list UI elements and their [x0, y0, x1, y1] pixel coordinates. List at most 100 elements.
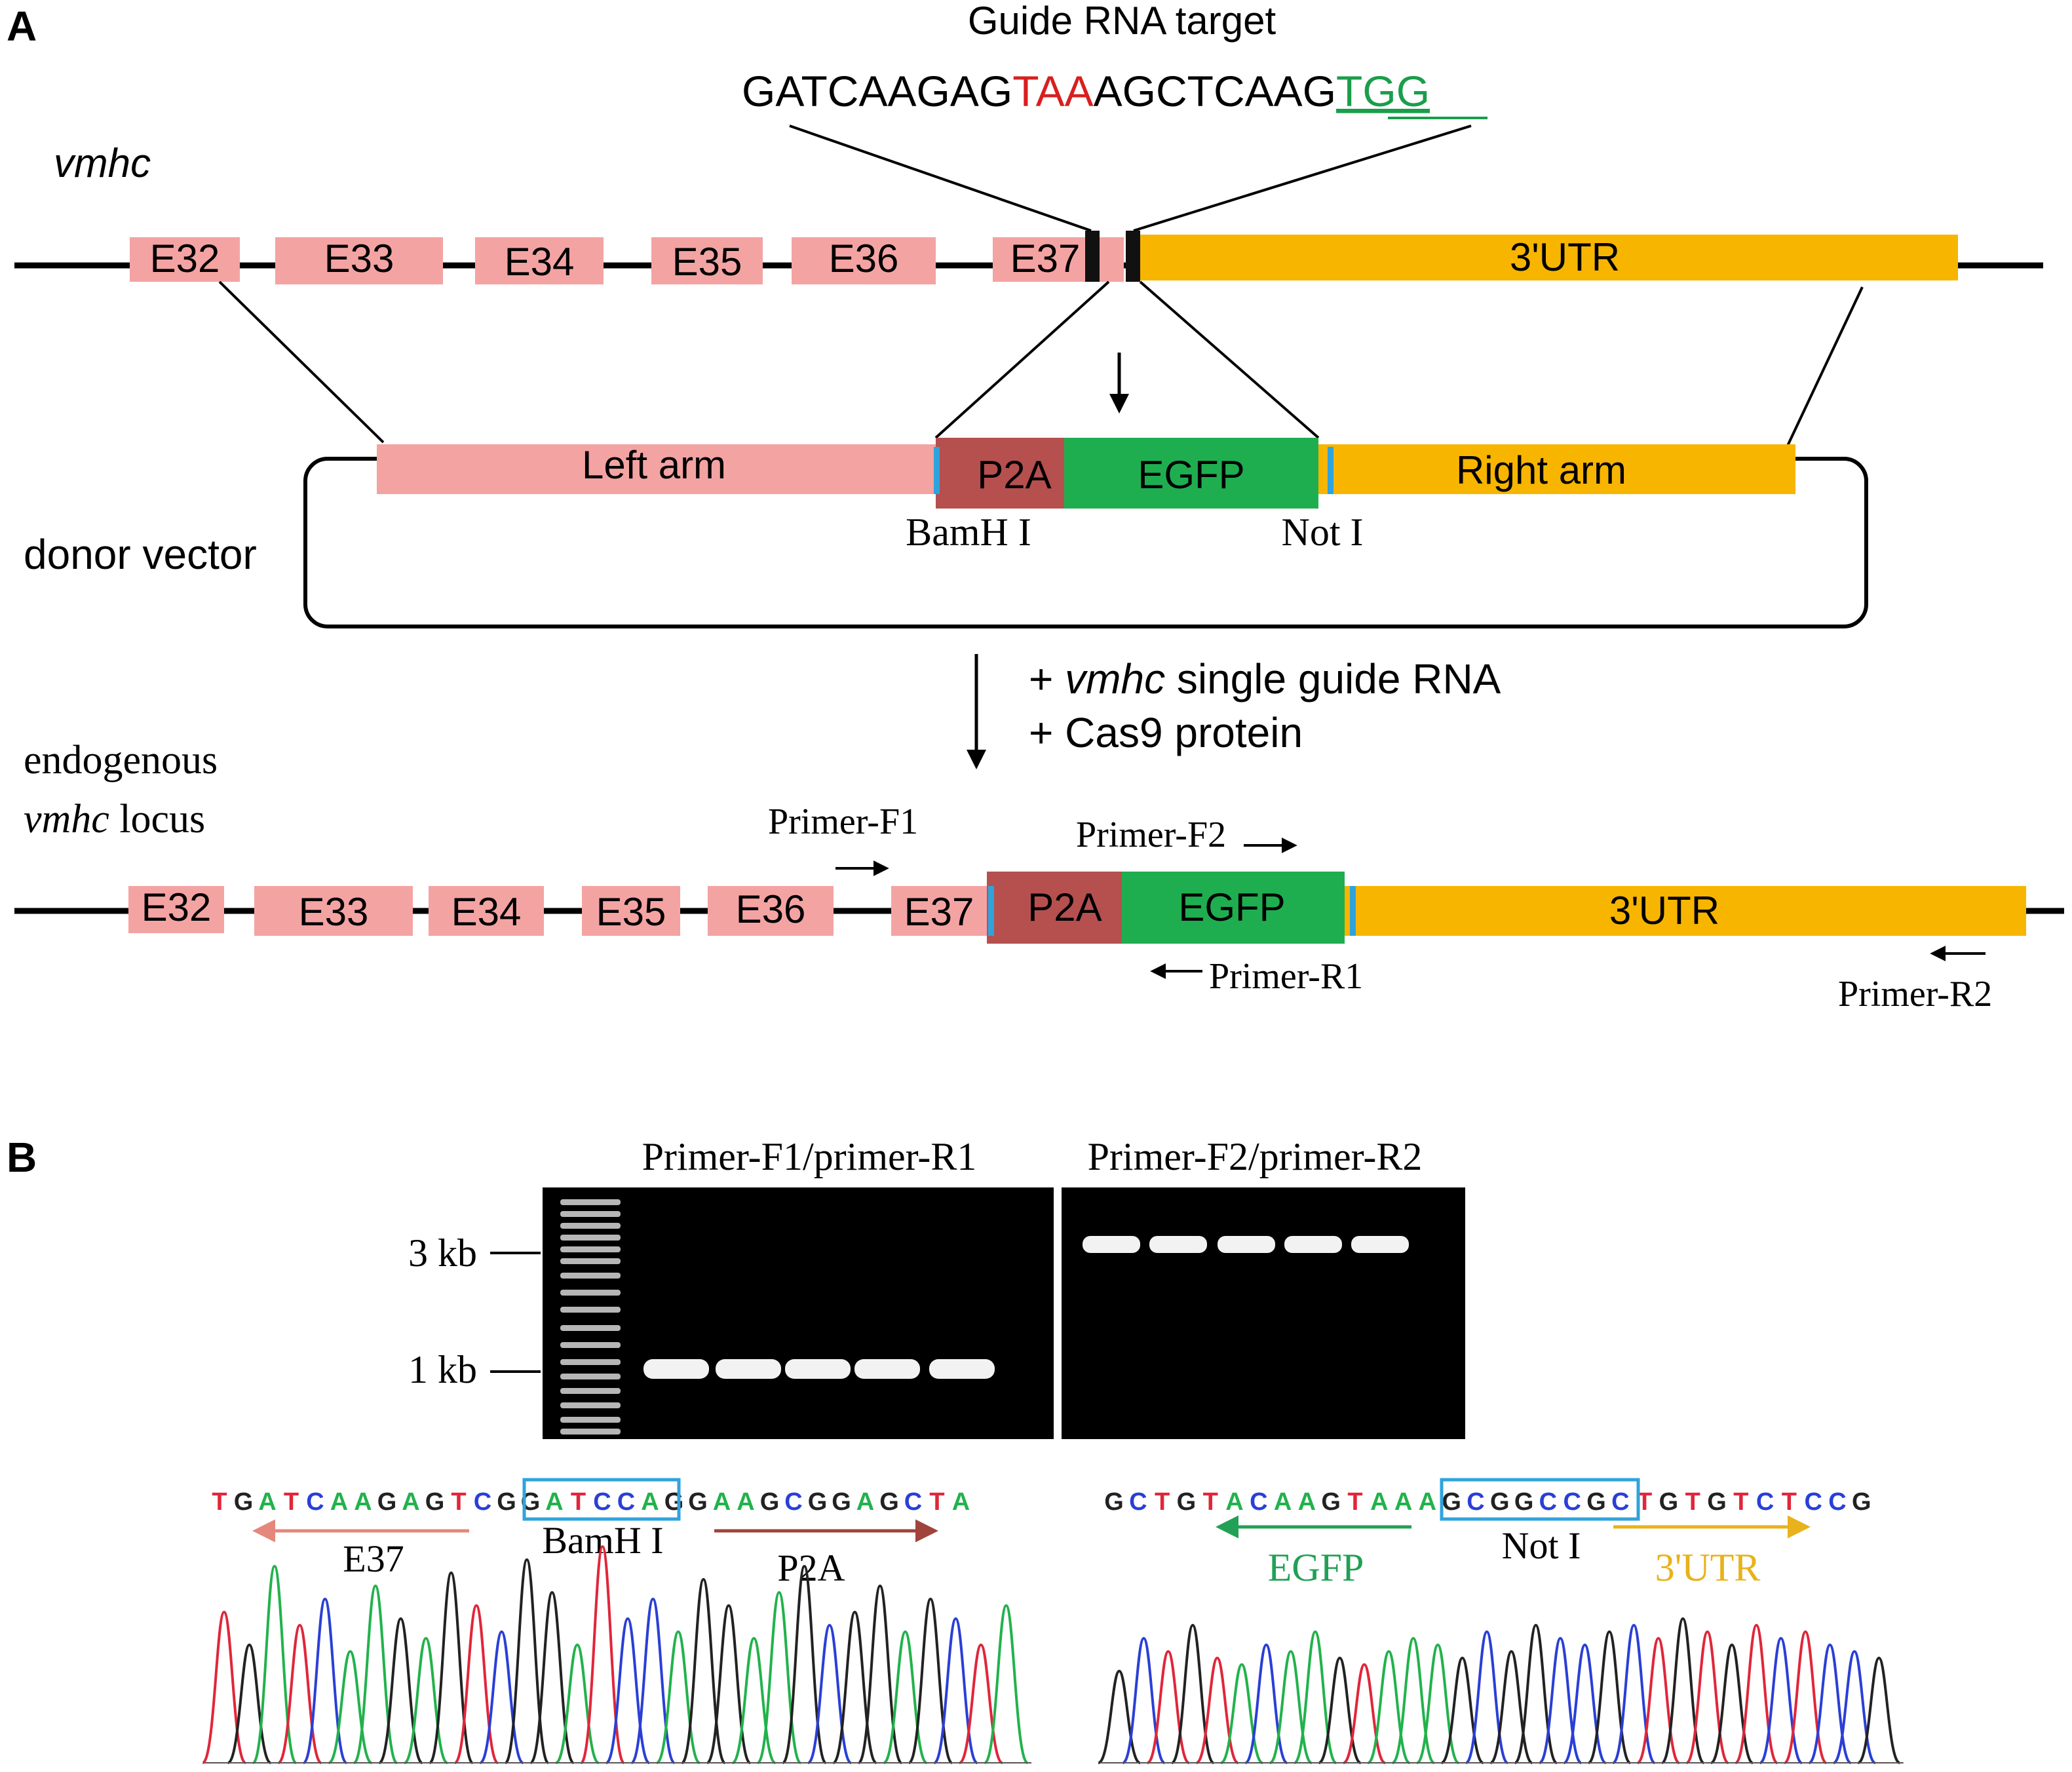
ladder-band-13	[560, 1388, 621, 1394]
ladder-band-16	[560, 1429, 621, 1435]
seq2-letters-base-27: C	[1756, 1488, 1774, 1516]
seq1-trace-peak-1	[227, 1643, 272, 1764]
seq1-trace-peak-30	[959, 1643, 1003, 1764]
ladder-band-2	[560, 1223, 621, 1229]
seq2-trace-peak-17	[1514, 1623, 1558, 1764]
seq2-letters-base-31: G	[1852, 1488, 1871, 1516]
seq1-letters-base-30: T	[929, 1488, 944, 1516]
homology-line-insert-right	[1139, 280, 1320, 439]
gel1-band-5	[929, 1359, 995, 1379]
seq1-p2a-label: P2A	[777, 1547, 845, 1589]
injection-line1: + vmhc single guide RNA	[1029, 655, 1501, 703]
seq1-trace-peak-23	[781, 1564, 828, 1764]
seq1-trace-peak-31	[983, 1604, 1029, 1764]
left-arm-box	[377, 444, 936, 494]
homology-line-left-arm	[218, 280, 385, 444]
ladder-band-6	[560, 1273, 621, 1279]
seq2-noti-label: Not I	[1502, 1524, 1581, 1567]
seq2-letters-base-21: C	[1611, 1488, 1629, 1516]
seq2-trace-peak-6	[1244, 1643, 1288, 1764]
locus-exon-e37: E37	[904, 890, 974, 934]
seq1-letters-base-21: A	[713, 1488, 731, 1516]
gel1-title: Primer-F1/primer-R1	[642, 1135, 977, 1178]
sequence2-chromatogram	[1098, 1617, 1904, 1764]
seq2-letters-base-0: G	[1104, 1488, 1124, 1516]
ladder-band-5	[560, 1258, 621, 1264]
donor-vector-label: donor vector	[24, 531, 257, 578]
seq1-letters-base-14: A	[545, 1488, 563, 1516]
seq1-trace-peak-6	[353, 1584, 398, 1764]
ladder-band-4	[560, 1246, 621, 1252]
locus-egfp-box	[1122, 872, 1345, 944]
seq1-letters-base-19: G	[664, 1488, 684, 1516]
seq1-letters-base-2: A	[258, 1488, 276, 1516]
locus-exon-e34-box	[429, 886, 544, 936]
zoom-line-right	[1133, 125, 1472, 232]
seq2-letters-base-13: A	[1419, 1488, 1436, 1516]
locus-utr-label: 3'UTR	[1609, 889, 1719, 933]
egfp-label: EGFP	[1138, 453, 1244, 497]
locus-noti-marker	[1350, 886, 1356, 936]
seq1-trace-peak-19	[680, 1577, 727, 1764]
gene-name-label: vmhc	[54, 141, 151, 186]
seq1-letters-base-8: A	[402, 1488, 419, 1516]
seq1-trace-peak-17	[630, 1597, 676, 1764]
gel2-band-2	[1149, 1236, 1207, 1253]
locus-exon-e35: E35	[596, 890, 666, 934]
guide-rna-sequence: GATCAAGAGTAAAGCTCAAGTGG	[742, 67, 1430, 115]
seq2-letters-base-28: T	[1782, 1488, 1797, 1516]
p2a-box	[936, 438, 1064, 509]
seq1-letters-base-22: A	[737, 1488, 754, 1516]
seq1-letters-base-31: A	[952, 1488, 970, 1516]
locus-exon-e36-box	[708, 886, 834, 936]
seq2-letters-base-14: G	[1442, 1488, 1461, 1516]
seq2-letters-base-11: A	[1370, 1488, 1388, 1516]
locus-exon-e35-box	[582, 886, 680, 936]
seq1-bamhi-box	[522, 1478, 681, 1521]
seq2-trace-peak-15	[1465, 1630, 1508, 1764]
gel1-bands	[643, 1359, 995, 1379]
seq1-letters-base-25: G	[808, 1488, 828, 1516]
gel2-title: Primer-F2/primer-R2	[1088, 1135, 1423, 1178]
seq2-letters-base-16: G	[1490, 1488, 1510, 1516]
seq1-letters-base-11: C	[474, 1488, 491, 1516]
seq2-letters-base-5: A	[1225, 1488, 1243, 1516]
seq2-letters-base-23: G	[1659, 1488, 1679, 1516]
right-arm-label: Right arm	[1456, 448, 1626, 492]
exon-e37-box	[993, 237, 1124, 282]
locus-exons: E32 E33 E34 E35 E36 E37	[128, 885, 987, 936]
panel-a-label: A	[7, 3, 37, 50]
ladder-band-3	[560, 1235, 621, 1241]
seq2-letters-base-7: A	[1274, 1488, 1292, 1516]
seq1-letters-base-4: C	[306, 1488, 324, 1516]
locus-exon-e37-box	[891, 886, 987, 936]
seq2-trace-peak-0	[1098, 1669, 1141, 1764]
seq1-letters-base-15: T	[571, 1488, 586, 1516]
seq2-letters-base-8: A	[1298, 1488, 1316, 1516]
guide-seq-part1: GATCAAGAG	[742, 67, 1012, 115]
seq2-letters-base-6: C	[1250, 1488, 1267, 1516]
seq2-letters-base-29: C	[1804, 1488, 1822, 1516]
ladder-band-14	[560, 1402, 621, 1408]
seq1-letters-base-24: C	[784, 1488, 802, 1516]
guide-seq-stop-codon: TAA	[1012, 67, 1093, 115]
seq1-trace-peak-9	[428, 1571, 474, 1764]
gel2-band-1	[1083, 1236, 1140, 1253]
seq2-letters-base-12: A	[1394, 1488, 1412, 1516]
seq1-trace-peak-26	[857, 1584, 903, 1764]
seq2-letters-base-19: C	[1563, 1488, 1581, 1516]
seq2-letters-base-26: T	[1733, 1488, 1748, 1516]
seq1-letters-base-3: T	[284, 1488, 299, 1516]
exon-e36-box	[792, 237, 936, 284]
panel-b-label: B	[7, 1134, 37, 1181]
exon-e35-box	[651, 237, 763, 284]
ladder-band-8	[560, 1307, 621, 1313]
seq2-letters-base-25: G	[1707, 1488, 1727, 1516]
seq2-letters-base-10: T	[1347, 1488, 1362, 1516]
target-site-marker-left	[1085, 231, 1100, 282]
gene-exons: E32 E33 E34 E35 E36 E37	[130, 237, 1124, 284]
seq1-letters-base-0: T	[212, 1488, 227, 1516]
bamhi-site-marker	[934, 447, 940, 494]
